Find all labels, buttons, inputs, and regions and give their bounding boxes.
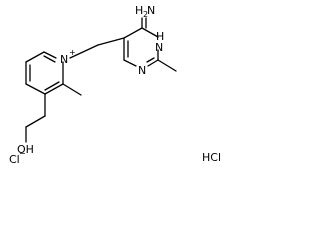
amine-n-label: N	[147, 4, 155, 17]
bond-c4-n3	[141, 27, 159, 38]
bond-c2-c3	[44, 83, 64, 95]
amine-h2-subscript: 2	[143, 10, 148, 19]
amine-h2-label: H	[135, 4, 143, 17]
bond-pyridine-methyl	[62, 83, 82, 96]
double-bond-c2-n1-inner	[146, 57, 155, 63]
chloride-ion-label: Cl	[9, 153, 20, 166]
pyrimidine-ring	[123, 17, 159, 67]
bond-ch2-ch2	[25, 115, 46, 128]
bond-c2-n1	[147, 59, 159, 67]
pyrimidine-nh-n: N	[155, 41, 163, 54]
bond-n1-c6	[123, 59, 137, 67]
hydroxyl-label: OH	[17, 143, 34, 156]
pyridinium-charge: +	[69, 48, 76, 57]
pyridinium-ring	[25, 51, 64, 95]
bond-c5-c4	[123, 27, 143, 39]
pyrimidine-n-lower: N	[138, 64, 146, 77]
pyridinium-nitrogen: N	[60, 53, 68, 66]
chloride-charge: −	[19, 149, 26, 158]
pyrimidine-nh-h: H	[156, 30, 164, 43]
bond-n-ch2-bridge	[69, 44, 99, 59]
double-bond-c2-c3-inner	[44, 81, 60, 91]
bond-c5-c6	[25, 51, 45, 63]
bond-pyrimidine-methyl	[157, 59, 177, 72]
hcl-label: HCl	[202, 151, 221, 164]
hydroxyethyl-chain	[25, 93, 46, 143]
bond-c6-n1	[43, 51, 57, 59]
bond-bridge-pyrimidine	[97, 37, 125, 46]
chemical-structure-diagram: N + H 2 N H N N OH Cl − HCl	[9, 4, 221, 166]
bond-c3-c4	[25, 83, 46, 95]
double-bond-c6-n1-inner	[43, 55, 56, 63]
